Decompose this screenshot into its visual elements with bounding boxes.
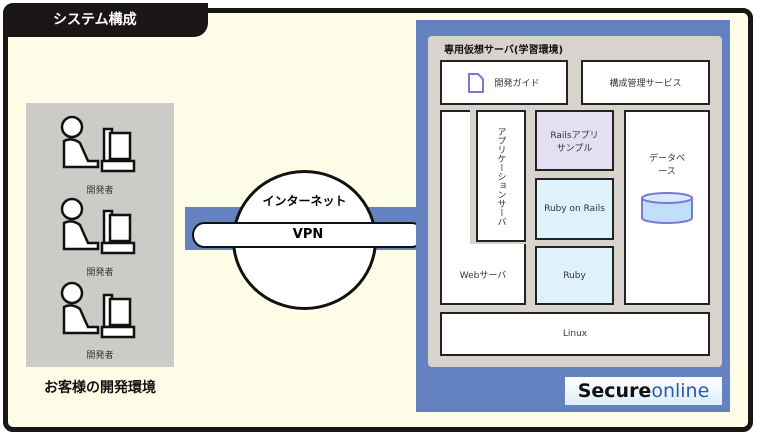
vpn-label: VPN xyxy=(292,227,324,242)
server-title: 専用仮想サーバ(学習環境) xyxy=(444,45,564,56)
app-server-box: アプリケーションサーバ xyxy=(476,110,526,242)
header-tab: システム構成 xyxy=(3,3,208,37)
developer-icon xyxy=(60,197,136,255)
logo-online: online xyxy=(651,380,710,402)
ruby-label: Ruby xyxy=(563,270,586,281)
developer-icon xyxy=(60,281,136,339)
config-service-box: 構成管理サービス xyxy=(581,60,710,105)
developer-label: 開発者 xyxy=(86,268,114,278)
database-box: データベース xyxy=(624,110,710,305)
developer-icon xyxy=(60,115,136,173)
developer-label: 開発者 xyxy=(86,186,114,196)
ruby-box: Ruby xyxy=(535,246,614,305)
document-icon xyxy=(468,72,485,93)
database-label: データベース xyxy=(648,153,685,177)
developer-label: 開発者 xyxy=(86,351,114,361)
rails-app-label: Railsアプリサンプル xyxy=(550,130,599,154)
web-server-label: Webサーバ xyxy=(459,271,507,281)
page-title: システム構成 xyxy=(53,12,137,28)
dev-guide-label: 開発ガイド xyxy=(494,79,540,89)
ror-label: Ruby on Rails xyxy=(544,204,605,214)
config-service-label: 構成管理サービス xyxy=(609,79,682,89)
logo-secure: Secure xyxy=(577,380,652,402)
client-environment: 開発者 開発者 開発者 xyxy=(26,103,174,367)
database-icon xyxy=(641,191,693,224)
client-environment-label: お客様の開発環境 xyxy=(44,380,156,396)
ror-box: Ruby on Rails xyxy=(535,178,614,240)
linux-label: Linux xyxy=(562,329,588,339)
rails-app-box: Railsアプリサンプル xyxy=(535,110,614,171)
vpn-tunnel: VPN xyxy=(192,222,424,248)
app-server-label: アプリケーションサーバ xyxy=(495,126,506,226)
internet-label: インターネット xyxy=(262,194,347,208)
linux-box: Linux xyxy=(440,312,710,356)
dev-guide-box: 開発ガイド xyxy=(440,60,568,105)
